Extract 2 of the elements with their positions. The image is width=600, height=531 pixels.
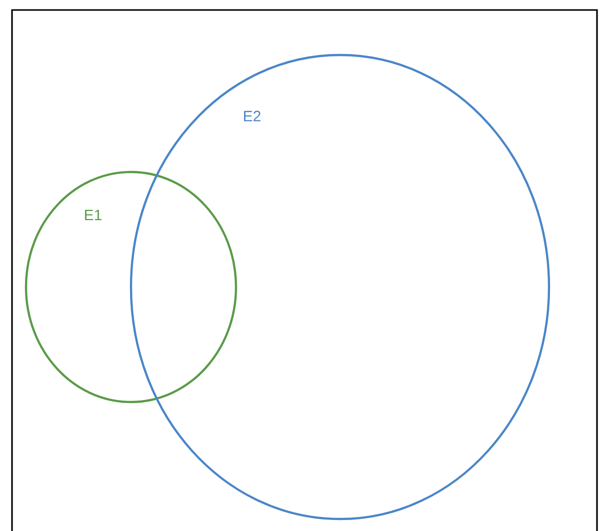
- set-label: E1: [85, 210, 102, 220]
- set-label: E2: [244, 110, 260, 122]
